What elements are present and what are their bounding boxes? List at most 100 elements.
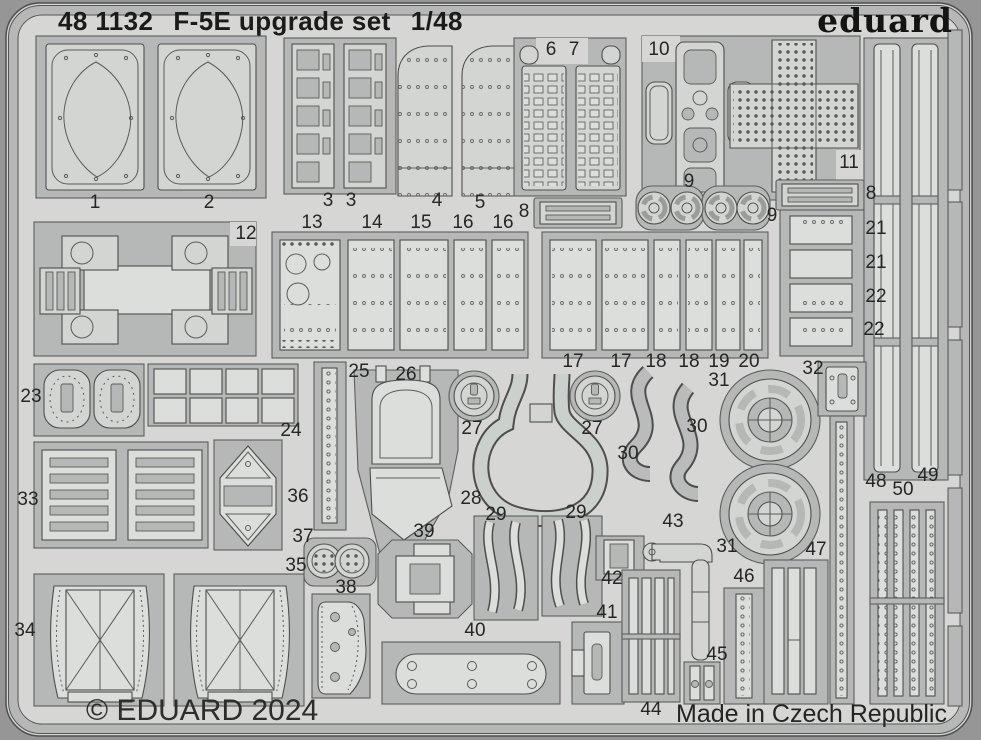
part-label-26: 26 — [395, 364, 417, 385]
part-label-11: 11 — [839, 152, 859, 173]
part-label-44: 44 — [640, 699, 662, 720]
part-33-art — [33, 441, 209, 549]
frame-edge-segments — [947, 29, 963, 707]
part-21-22-art — [779, 209, 865, 357]
part-24-art — [147, 363, 299, 427]
part-label-32: 32 — [802, 358, 824, 379]
part-label-20: 20 — [738, 351, 760, 372]
part-label-9: 9 — [766, 205, 778, 226]
part-label-16: 16 — [492, 212, 514, 233]
part-34-art — [33, 573, 305, 707]
part-10-11-art — [641, 35, 864, 201]
part-label-49: 49 — [917, 465, 939, 486]
part-label-35: 35 — [285, 555, 307, 576]
part-label-47: 47 — [805, 539, 827, 560]
part-31-art — [720, 369, 820, 564]
part-25-art — [313, 361, 347, 531]
part-1-2-art — [35, 35, 267, 199]
part-label-16: 16 — [452, 212, 474, 233]
part-label-17: 17 — [562, 351, 584, 372]
part-17-20-art — [541, 231, 769, 359]
part-label-13: 13 — [301, 212, 323, 233]
product-name: F-5E upgrade set — [173, 6, 391, 36]
part-label-17: 17 — [610, 351, 632, 372]
part-44-art — [621, 569, 681, 703]
origin-text: Made in Czech Republic — [676, 700, 947, 728]
part-label-31: 31 — [716, 536, 738, 557]
part-label-25: 25 — [348, 361, 370, 382]
part-9-art — [635, 185, 770, 231]
part-label-22: 22 — [863, 319, 885, 340]
part-label-29: 29 — [565, 502, 587, 523]
part-label-9: 9 — [683, 171, 695, 192]
part-3-art — [283, 37, 397, 195]
part-label-31: 31 — [708, 370, 730, 391]
part-41-art — [571, 621, 625, 705]
part-label-12: 12 — [235, 223, 257, 244]
part-label-40: 40 — [464, 620, 486, 641]
copyright-text: © EDUARD 2024 — [86, 694, 319, 727]
brand-logo: eduard — [817, 1, 953, 40]
part-label-50: 50 — [892, 479, 914, 500]
part-label-21: 21 — [865, 252, 887, 273]
part-36-art — [213, 439, 283, 551]
part-label-3: 3 — [322, 190, 334, 211]
part-8-art — [533, 179, 865, 229]
part-label-4: 4 — [431, 190, 443, 211]
part-4-5-art — [397, 45, 517, 197]
part-label-46: 46 — [733, 566, 755, 587]
part-6-7-art — [513, 37, 627, 197]
part-label-2: 2 — [203, 192, 215, 213]
part-label-30: 30 — [617, 443, 639, 464]
part-label-22: 22 — [865, 286, 887, 307]
part-43-art — [642, 542, 713, 661]
part-label-8: 8 — [518, 201, 530, 222]
part-50-art — [869, 501, 945, 705]
part-label-8: 8 — [865, 183, 877, 204]
part-26-art — [353, 365, 459, 555]
sheet-title: 48 1132 F-5E upgrade set 1/48 — [58, 6, 483, 37]
part-39-art — [377, 539, 473, 619]
part-38-art — [311, 593, 371, 699]
part-label-43: 43 — [662, 511, 684, 532]
part-47-art — [763, 559, 829, 705]
part-30-art — [622, 366, 699, 502]
part-46-art — [723, 587, 767, 705]
part-29-art — [473, 515, 603, 621]
part-label-7: 7 — [568, 39, 580, 60]
part-27-art — [448, 370, 621, 422]
part-37-35-art — [303, 537, 377, 587]
part-label-15: 15 — [410, 212, 432, 233]
part-label-34: 34 — [14, 620, 36, 641]
part-label-18: 18 — [645, 351, 667, 372]
part-label-27: 27 — [461, 418, 483, 439]
part-label-18: 18 — [678, 351, 700, 372]
catalog-number: 48 1132 — [58, 6, 154, 36]
part-label-28: 28 — [460, 488, 482, 509]
part-label-33: 33 — [17, 489, 39, 510]
part-32-art — [817, 361, 867, 417]
part-13-16-art — [271, 231, 529, 359]
part-label-29: 29 — [485, 504, 507, 525]
part-label-39: 39 — [413, 521, 435, 542]
part-label-42: 42 — [601, 568, 623, 589]
part-49-art — [863, 37, 949, 481]
part-label-45: 45 — [706, 644, 728, 665]
part-label-23: 23 — [20, 386, 42, 407]
part-label-6: 6 — [545, 39, 557, 60]
part-label-5: 5 — [474, 192, 486, 213]
part-40-art — [381, 641, 561, 705]
part-label-14: 14 — [361, 212, 383, 233]
part-45-art — [683, 661, 721, 705]
part-label-41: 41 — [596, 602, 618, 623]
part-label-10: 10 — [648, 39, 670, 60]
scale: 1/48 — [410, 6, 463, 36]
part-label-36: 36 — [287, 486, 309, 507]
part-label-37: 37 — [292, 526, 314, 547]
part-label-38: 38 — [335, 577, 357, 598]
part-23-art — [33, 363, 145, 437]
part-label-24: 24 — [280, 420, 302, 441]
part-48-art — [829, 415, 855, 705]
